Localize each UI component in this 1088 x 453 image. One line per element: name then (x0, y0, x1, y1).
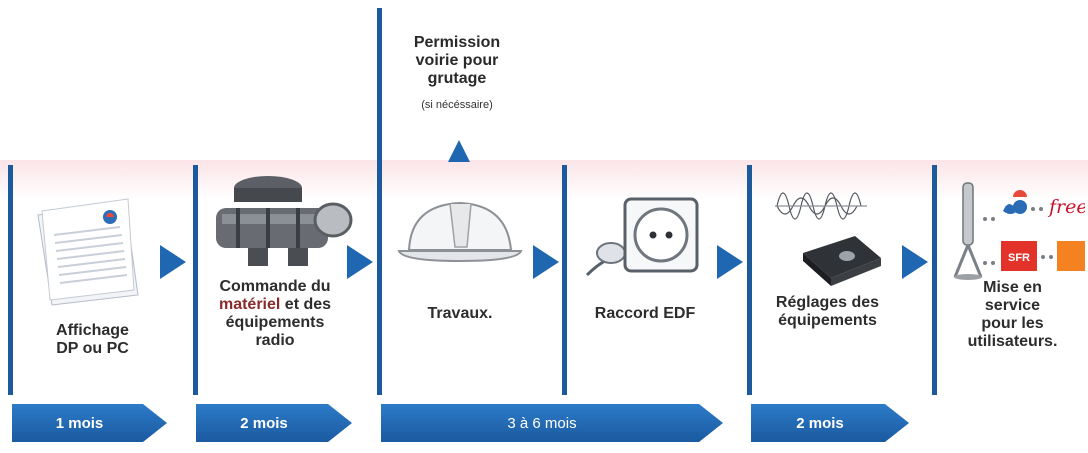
step-6-label: Mise en service pour les utilisateurs. (967, 279, 1058, 350)
step-arrow-5 (902, 245, 928, 279)
step-arrow-2 (347, 245, 373, 279)
radio-equipment-icon (216, 176, 353, 266)
free-logo-text: free (1047, 196, 1085, 218)
step-arrow-4 (717, 245, 743, 279)
duration-pill-1: 1 mois (12, 404, 167, 442)
step-arrow-3 (533, 245, 559, 279)
step-1-label: Affichage DP ou PC (56, 322, 129, 357)
separator-line-6 (932, 165, 937, 395)
duration-pill-4: 2 mois (751, 404, 909, 442)
step-arrow-1 (160, 245, 186, 279)
power-socket-icon (585, 197, 699, 277)
step-2-label: Commande du matériel et des équipements … (218, 278, 332, 349)
antenna-operators-icon: SFR free (953, 182, 1085, 280)
sfr-logo-text: SFR (1008, 252, 1030, 264)
document-icon (37, 198, 139, 306)
separator-line-3 (377, 8, 382, 395)
up-arrow (448, 140, 470, 162)
step-3-label: Travaux. (427, 305, 493, 322)
step-4-label: Raccord EDF (594, 305, 696, 322)
permission-title: Permission voirie pour grutage (413, 34, 501, 87)
permission-note: (si nécéssaire) (421, 99, 493, 111)
separator-line-4 (562, 165, 567, 395)
separator-line-1 (8, 165, 13, 395)
step-5-label: Réglages des équipements (775, 294, 880, 329)
separator-line-2 (193, 165, 198, 395)
duration-pill-3: 3 à 6 mois (381, 404, 723, 442)
tuning-device-icon (775, 192, 881, 286)
timeline-band (0, 160, 1088, 200)
hard-hat-icon (397, 201, 523, 263)
duration-pill-2: 2 mois (196, 404, 352, 442)
separator-line-5 (747, 165, 752, 395)
